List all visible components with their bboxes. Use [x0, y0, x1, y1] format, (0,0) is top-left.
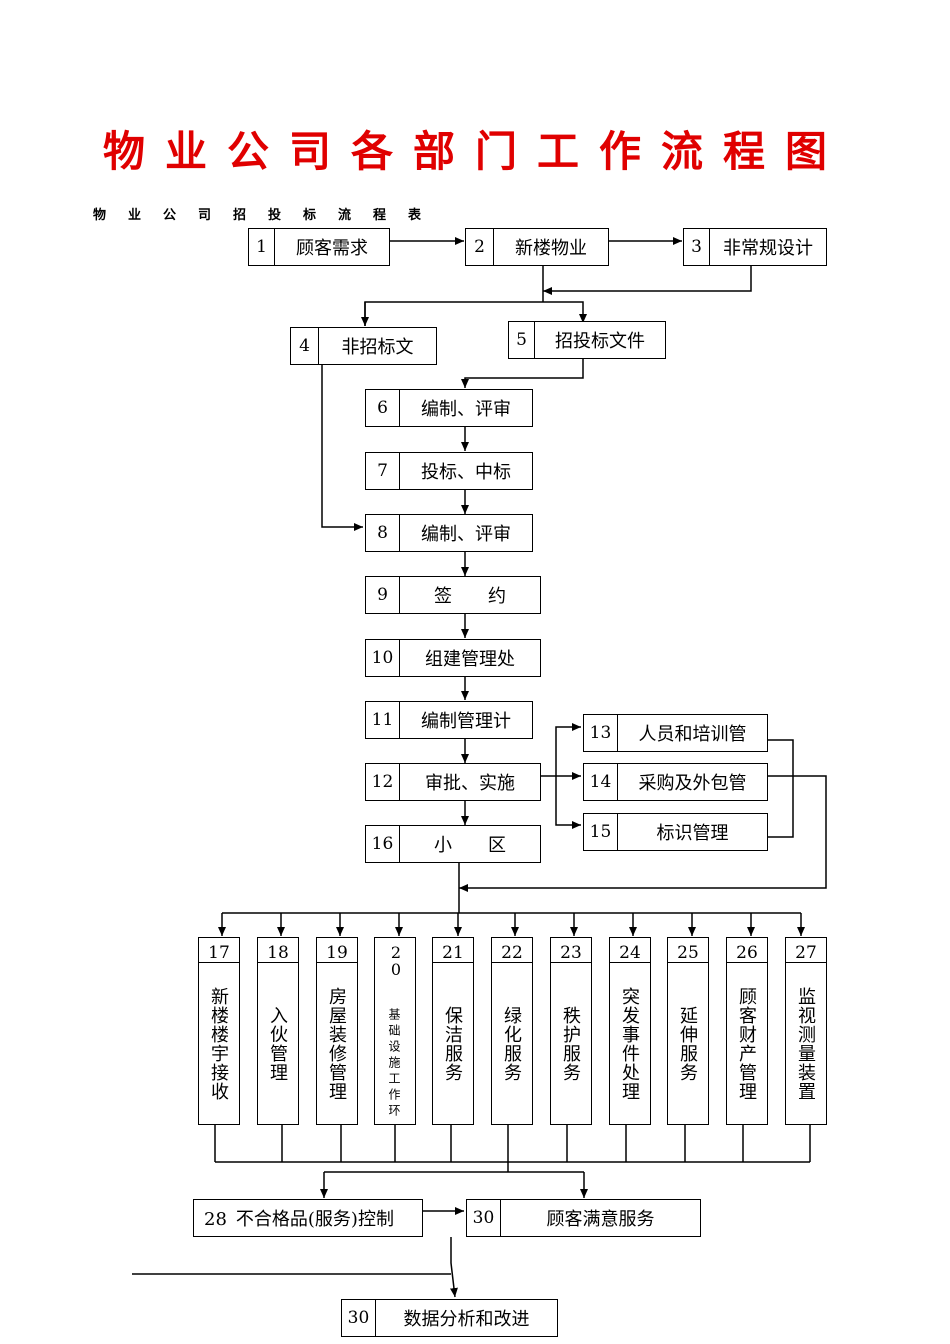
step-3-nonstandard-design: 3 非常规设计 — [683, 228, 827, 266]
step-label: 采购及外包管 — [638, 773, 747, 794]
step-26-customer-property: 26 顾客财产管理 — [726, 937, 768, 1125]
step-label: 顾客需求 — [296, 238, 368, 259]
step-number: 7 — [366, 453, 400, 489]
step-17-building-handover: 17 新楼楼宇接收 — [198, 937, 240, 1125]
step-label: 组建管理处 — [425, 649, 515, 670]
step-22-greening: 22 绿化服务 — [491, 937, 533, 1125]
step-number: 13 — [584, 715, 618, 751]
step-number: 19 — [317, 944, 357, 963]
step-24-emergency: 24 突发事件处理 — [609, 937, 651, 1125]
step-number: 14 — [584, 764, 618, 800]
step-14-procurement: 14 采购及外包管 — [583, 763, 768, 801]
step-number: 15 — [584, 814, 618, 850]
step-label: 突发事件处理 — [619, 986, 640, 1101]
step-number: 4 — [291, 328, 319, 364]
step-label: 非常规设计 — [723, 238, 813, 259]
step-30-data-analysis: 30 数据分析和改进 — [341, 1299, 558, 1337]
step-23-security: 23 秩护服务 — [550, 937, 592, 1125]
step-20-infrastructure: 20 基础设施工作环 — [374, 937, 416, 1125]
step-label: 编制、评审 — [421, 399, 511, 420]
step-label: 基础设施工作环 — [387, 1007, 401, 1120]
step-21-cleaning: 21 保洁服务 — [432, 937, 474, 1125]
step-number: 25 — [668, 944, 708, 963]
step-label: 新楼物业 — [515, 238, 587, 259]
step-number: 26 — [727, 944, 767, 963]
step-9-sign-contract: 9 签 约 — [365, 576, 541, 614]
step-1-customer-demand: 1 顾客需求 — [248, 228, 390, 266]
step-label-wrap: 28 不合格品(服务)控制 — [194, 1205, 422, 1231]
step-11-management-plan: 11 编制管理计 — [365, 701, 533, 739]
step-5-tender-document: 5 招投标文件 — [508, 321, 666, 359]
step-number: 30 — [342, 1300, 376, 1336]
step-number: 12 — [366, 764, 400, 800]
step-label: 监视测量装置 — [795, 986, 816, 1101]
step-30-customer-satisfaction: 30 顾客满意服务 — [466, 1199, 701, 1237]
step-number: 28 — [204, 1209, 227, 1230]
step-number: 18 — [258, 944, 298, 963]
step-label: 小 区 — [434, 835, 506, 856]
step-number: 16 — [366, 826, 400, 862]
page-title: 物业公司各部门工作流程图 — [102, 127, 847, 176]
step-7-bid-award: 7 投标、中标 — [365, 452, 533, 490]
step-label: 招投标文件 — [555, 331, 645, 352]
step-10-setup-office: 10 组建管理处 — [365, 639, 541, 677]
step-label: 数据分析和改进 — [403, 1309, 530, 1330]
step-label: 新楼楼宇接收 — [208, 986, 229, 1101]
step-number: 3 — [684, 229, 710, 265]
step-label: 签 约 — [434, 586, 506, 607]
step-16-community: 16 小 区 — [365, 825, 541, 863]
step-25-extended-service: 25 延伸服务 — [667, 937, 709, 1125]
step-12-approve-implement: 12 审批、实施 — [365, 763, 541, 801]
step-19-renovation: 19 房屋装修管理 — [316, 937, 358, 1125]
step-number: 8 — [366, 515, 400, 551]
step-15-identification: 15 标识管理 — [583, 813, 768, 851]
step-6-prepare-review: 6 编制、评审 — [365, 389, 533, 427]
step-label: 入伙管理 — [267, 1005, 288, 1082]
step-label: 不合格品(服务)控制 — [235, 1209, 394, 1230]
step-label: 房屋装修管理 — [326, 986, 347, 1101]
step-number: 27 — [786, 944, 826, 963]
step-13-staff-training: 13 人员和培训管 — [583, 714, 768, 752]
step-number: 11 — [366, 702, 400, 738]
step-number: 24 — [610, 944, 650, 963]
step-4-non-tender-document: 4 非招标文 — [290, 327, 437, 365]
step-18-move-in: 18 入伙管理 — [257, 937, 299, 1125]
step-number: 10 — [366, 640, 400, 676]
step-label: 顾客财产管理 — [736, 986, 757, 1101]
step-label: 编制管理计 — [421, 711, 511, 732]
step-label: 顾客满意服务 — [546, 1209, 655, 1230]
step-label: 保洁服务 — [442, 1005, 463, 1082]
step-number: 1 — [249, 229, 275, 265]
step-number: 6 — [366, 390, 400, 426]
step-number: 21 — [433, 944, 473, 963]
step-number: 17 — [199, 944, 239, 963]
step-number: 2 — [466, 229, 494, 265]
step-label: 编制、评审 — [421, 524, 511, 545]
step-8-prepare-review: 8 编制、评审 — [365, 514, 533, 552]
step-number: 9 — [366, 577, 400, 613]
step-number: 20 — [390, 943, 402, 979]
step-28-nonconforming-control: 28 不合格品(服务)控制 — [193, 1199, 423, 1237]
page-subtitle: 物业公司招投标流程表 — [93, 208, 444, 223]
step-number: 5 — [509, 322, 535, 358]
step-label: 非招标文 — [341, 337, 414, 358]
step-number: 30 — [467, 1200, 501, 1236]
step-27-measuring-devices: 27 监视测量装置 — [785, 937, 827, 1125]
step-label: 延伸服务 — [677, 1005, 698, 1082]
step-label: 绿化服务 — [501, 1005, 522, 1082]
step-2-new-property: 2 新楼物业 — [465, 228, 609, 266]
step-label: 秩护服务 — [560, 1005, 581, 1082]
step-label: 标识管理 — [656, 823, 729, 844]
step-number: 23 — [551, 944, 591, 963]
step-number: 22 — [492, 944, 532, 963]
step-label: 人员和培训管 — [638, 724, 747, 745]
step-label: 投标、中标 — [421, 462, 511, 483]
step-label: 审批、实施 — [425, 773, 515, 794]
